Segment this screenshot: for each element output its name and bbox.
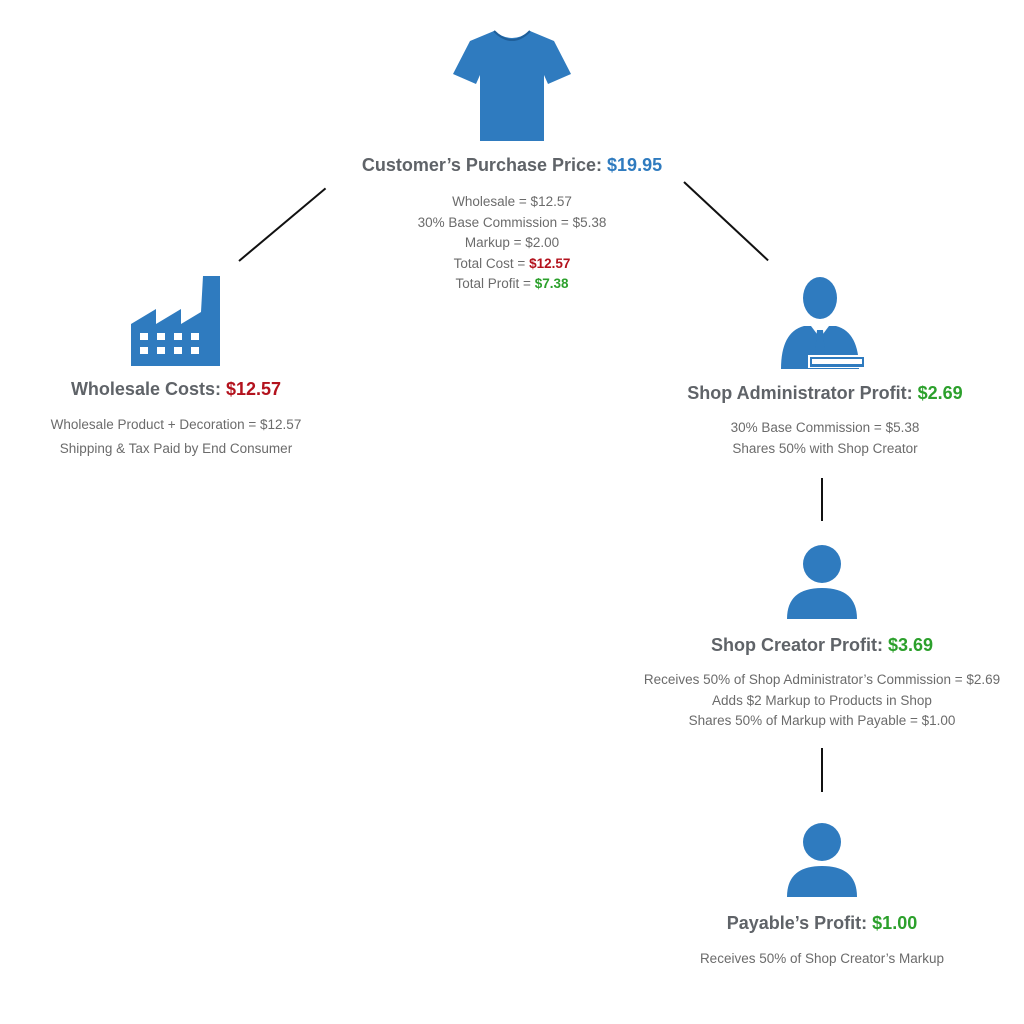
payable-profit-value: $1.00 <box>872 913 918 933</box>
detail-line: 30% Base Commission = $5.38 <box>730 420 920 435</box>
detail-line: Shipping & Tax Paid by End Consumer <box>59 440 293 456</box>
breakdown-line: Total Profit = $7.38 <box>455 276 569 291</box>
wholesale-title: Wholesale Costs: $12.57 <box>70 379 282 399</box>
wholesale-node: Wholesale Costs: $12.57 Wholesale Produc… <box>0 379 352 459</box>
businessman-icon <box>781 277 864 369</box>
breakdown-line: Markup = $2.00 <box>464 235 560 250</box>
detail-line: Wholesale Product + Decoration = $12.57 <box>50 417 302 432</box>
breakdown-line: 30% Base Commission = $5.38 <box>417 214 607 230</box>
payable-node: Payable’s Profit: $1.00 Receives 50% of … <box>662 913 982 970</box>
person-icon <box>787 823 857 897</box>
customer-title: Customer’s Purchase Price: $19.95 <box>312 155 712 176</box>
connector-admin-creator <box>821 478 823 521</box>
detail-line: Receives 50% of Shop Administrator’s Com… <box>643 672 1001 687</box>
detail-line: Shares 50% with Shop Creator <box>732 440 918 456</box>
detail-line: Adds $2 Markup to Products in Shop <box>712 692 932 708</box>
detail-line: Receives 50% of Shop Creator’s Markup <box>699 951 945 966</box>
total-cost-value: $12.57 <box>529 255 571 271</box>
customer-title-label: Customer’s Purchase Price: <box>361 155 603 175</box>
customer-node: Customer’s Purchase Price: $19.95 Wholes… <box>312 155 712 295</box>
admin-profit-value: $2.69 <box>917 383 963 403</box>
tshirt-icon <box>453 30 571 141</box>
admin-title: Shop Administrator Profit: $2.69 <box>687 383 963 403</box>
customer-breakdown: Wholesale = $12.57 30% Base Commission =… <box>312 192 712 295</box>
breakdown-line: Total Cost = $12.57 <box>453 255 571 271</box>
admin-details: 30% Base Commission = $5.38 Shares 50% w… <box>660 418 990 459</box>
total-profit-value: $7.38 <box>534 276 569 291</box>
breakdown-line: Wholesale = $12.57 <box>452 194 572 209</box>
person-icon <box>787 545 857 619</box>
payable-details: Receives 50% of Shop Creator’s Markup <box>662 949 982 970</box>
admin-node: Shop Administrator Profit: $2.69 30% Bas… <box>660 383 990 459</box>
creator-node: Shop Creator Profit: $3.69 Receives 50% … <box>612 635 1024 732</box>
factory-icon <box>131 276 220 366</box>
wholesale-cost-value: $12.57 <box>225 379 282 399</box>
customer-purchase-price: $19.95 <box>607 155 663 175</box>
connector-creator-payable <box>821 748 823 792</box>
detail-line: Shares 50% of Markup with Payable = $1.0… <box>688 713 956 728</box>
payable-title: Payable’s Profit: $1.00 <box>726 913 918 933</box>
creator-details: Receives 50% of Shop Administrator’s Com… <box>612 670 1024 732</box>
creator-title: Shop Creator Profit: $3.69 <box>710 635 934 655</box>
wholesale-details: Wholesale Product + Decoration = $12.57 … <box>0 415 352 459</box>
creator-profit-value: $3.69 <box>887 635 934 655</box>
